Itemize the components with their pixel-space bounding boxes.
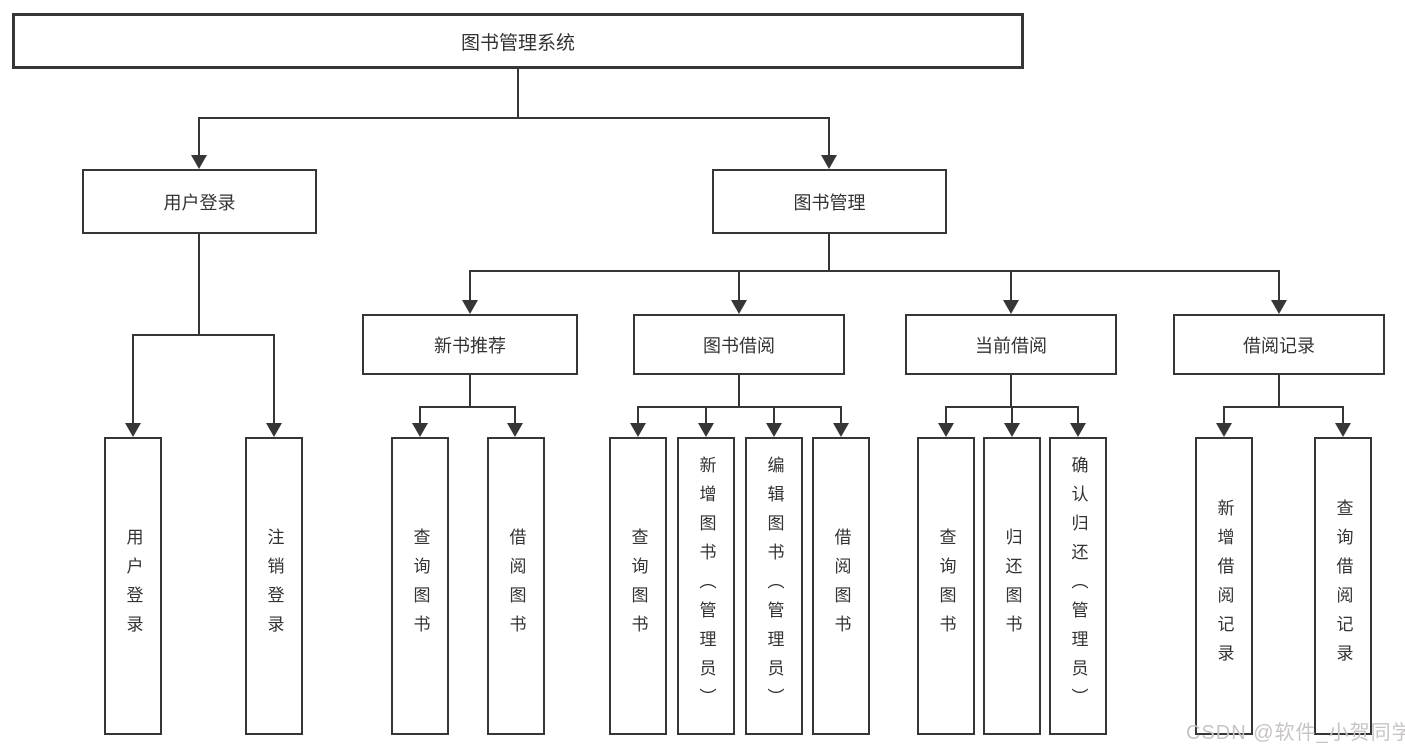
- leaf-confirm-return-admin: 确认归还（管理员）: [1049, 437, 1107, 735]
- connector-stem: [469, 375, 471, 407]
- connector-arrow-shaft: [132, 335, 134, 424]
- arrowhead-icon: [833, 423, 849, 437]
- arrowhead-icon: [1271, 300, 1287, 314]
- arrowhead-icon: [630, 423, 646, 437]
- leaf-logout: 注销登录: [245, 437, 303, 735]
- connector-root-branch: [198, 117, 830, 119]
- leaf-label: 查询图书: [410, 528, 430, 644]
- leaf-label: 查询借阅记录: [1333, 499, 1353, 673]
- leaf-query-books-1: 查询图书: [391, 437, 449, 735]
- leaf-label: 新增图书（管理员）: [696, 455, 716, 717]
- leaf-query-borrow-record: 查询借阅记录: [1314, 437, 1372, 735]
- connector-arrow-shaft: [1278, 271, 1280, 301]
- connector-stem: [738, 375, 740, 407]
- leaf-add-borrow-record: 新增借阅记录: [1195, 437, 1253, 735]
- connector-arrow-shaft: [773, 407, 775, 424]
- connector-arrow-shaft: [469, 271, 471, 301]
- connector-arrow-shaft: [1077, 407, 1079, 424]
- connector-stem: [1278, 375, 1280, 407]
- leaf-label: 归还图书: [1002, 528, 1022, 644]
- connector-stem: [198, 233, 200, 335]
- arrowhead-icon: [191, 155, 207, 169]
- arrowhead-icon: [507, 423, 523, 437]
- connector-arrow-shaft: [1342, 407, 1344, 424]
- arrowhead-icon: [731, 300, 747, 314]
- connector-arrow-shaft: [1223, 407, 1225, 424]
- node-current-borrow: 当前借阅: [905, 314, 1117, 375]
- node-borrow-records: 借阅记录: [1173, 314, 1385, 375]
- node-book-management: 图书管理: [712, 169, 947, 234]
- connector-branch: [469, 270, 1280, 272]
- connector-arrow-shaft: [637, 407, 639, 424]
- node-user-login: 用户登录: [82, 169, 317, 234]
- arrowhead-icon: [821, 155, 837, 169]
- leaf-user-login: 用户登录: [104, 437, 162, 735]
- leaf-query-books-2: 查询图书: [609, 437, 667, 735]
- leaf-label: 查询图书: [936, 528, 956, 644]
- leaf-add-book-admin: 新增图书（管理员）: [677, 437, 735, 735]
- connector-branch: [1223, 406, 1344, 408]
- leaf-label: 用户登录: [123, 528, 143, 644]
- arrowhead-icon: [266, 423, 282, 437]
- connector-root-stem: [517, 68, 519, 118]
- leaf-borrow-books-2: 借阅图书: [812, 437, 870, 735]
- connector-arrow-shaft: [198, 118, 200, 156]
- leaf-borrow-books-1: 借阅图书: [487, 437, 545, 735]
- leaf-label: 注销登录: [264, 528, 284, 644]
- arrowhead-icon: [766, 423, 782, 437]
- leaf-return-book: 归还图书: [983, 437, 1041, 735]
- arrowhead-icon: [1335, 423, 1351, 437]
- arrowhead-icon: [1216, 423, 1232, 437]
- connector-branch: [132, 334, 275, 336]
- watermark: CSDN @软件_小贺同学: [1186, 722, 1405, 744]
- arrowhead-icon: [462, 300, 478, 314]
- connector-arrow-shaft: [514, 407, 516, 424]
- connector-branch: [637, 406, 842, 408]
- connector-stem: [828, 233, 830, 271]
- connector-arrow-shaft: [840, 407, 842, 424]
- arrowhead-icon: [698, 423, 714, 437]
- leaf-label: 新增借阅记录: [1214, 499, 1234, 673]
- connector-arrow-shaft: [705, 407, 707, 424]
- connector-arrow-shaft: [738, 271, 740, 301]
- leaf-label: 确认归还（管理员）: [1068, 455, 1088, 717]
- leaf-label: 编辑图书（管理员）: [764, 455, 784, 717]
- leaf-label: 借阅图书: [506, 528, 526, 644]
- arrowhead-icon: [125, 423, 141, 437]
- node-root: 图书管理系统: [12, 13, 1024, 69]
- arrowhead-icon: [1070, 423, 1086, 437]
- connector-stem: [1010, 375, 1012, 407]
- arrowhead-icon: [938, 423, 954, 437]
- connector-arrow-shaft: [1010, 271, 1012, 301]
- arrowhead-icon: [1004, 423, 1020, 437]
- arrowhead-icon: [1003, 300, 1019, 314]
- node-new-book-recommend: 新书推荐: [362, 314, 578, 375]
- connector-arrow-shaft: [828, 118, 830, 156]
- leaf-label: 查询图书: [628, 528, 648, 644]
- connector-arrow-shaft: [273, 335, 275, 424]
- node-book-borrow: 图书借阅: [633, 314, 845, 375]
- connector-arrow-shaft: [945, 407, 947, 424]
- connector-branch: [419, 406, 516, 408]
- connector-arrow-shaft: [1011, 407, 1013, 424]
- arrowhead-icon: [412, 423, 428, 437]
- leaf-edit-book-admin: 编辑图书（管理员）: [745, 437, 803, 735]
- leaf-query-books-3: 查询图书: [917, 437, 975, 735]
- connector-arrow-shaft: [419, 407, 421, 424]
- leaf-label: 借阅图书: [831, 528, 851, 644]
